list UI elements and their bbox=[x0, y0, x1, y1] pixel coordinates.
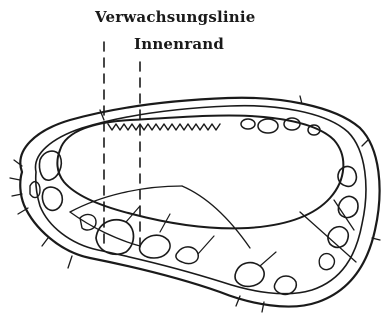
right-chambers bbox=[300, 167, 358, 270]
serrated-fusion-line bbox=[108, 124, 220, 130]
inner-cavity-contour bbox=[57, 115, 343, 228]
